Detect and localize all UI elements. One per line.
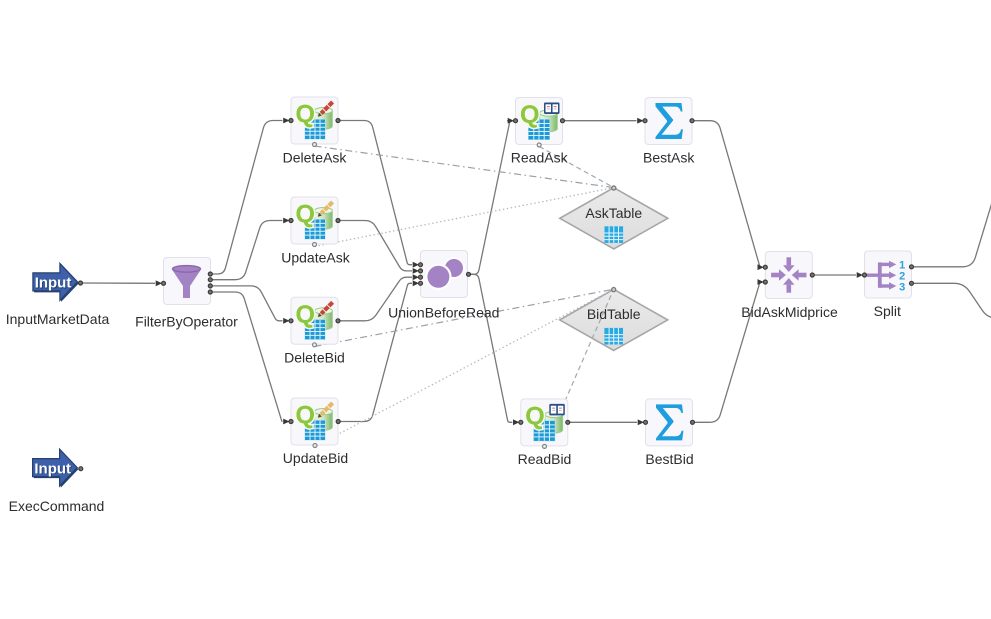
svg-text:Q: Q — [296, 201, 315, 229]
svg-text:Q: Q — [296, 101, 315, 129]
svg-text:Q: Q — [296, 301, 315, 329]
svg-text:AskTable: AskTable — [585, 205, 642, 221]
svg-text:Q: Q — [520, 101, 539, 129]
svg-text:DeleteAsk: DeleteAsk — [283, 149, 348, 165]
svg-text:InputMarketData: InputMarketData — [6, 311, 110, 327]
svg-text:Q: Q — [520, 101, 539, 129]
svg-text:Q: Q — [525, 402, 544, 430]
svg-text:Input: Input — [36, 275, 73, 292]
svg-text:Q: Q — [296, 201, 315, 229]
svg-text:UpdateBid: UpdateBid — [283, 450, 348, 466]
svg-text:Input: Input — [34, 460, 71, 477]
svg-text:Input: Input — [35, 275, 72, 292]
svg-text:Q: Q — [296, 402, 315, 430]
svg-text:ExecCommand: ExecCommand — [9, 498, 105, 514]
svg-text:FilterByOperator: FilterByOperator — [135, 314, 238, 330]
svg-text:ReadBid: ReadBid — [518, 451, 572, 467]
svg-text:BidTable: BidTable — [587, 306, 641, 322]
svg-text:BidAskMidprice: BidAskMidprice — [741, 304, 838, 320]
svg-text:Q: Q — [525, 402, 544, 430]
svg-text:DeleteBid: DeleteBid — [284, 350, 345, 366]
svg-text:Q: Q — [296, 301, 315, 329]
svg-text:3: 3 — [899, 282, 905, 294]
svg-text:Split: Split — [874, 303, 901, 319]
svg-text:Q: Q — [296, 101, 315, 129]
svg-text:1: 1 — [899, 260, 905, 272]
svg-text:ReadAsk: ReadAsk — [511, 150, 569, 166]
svg-text:BestBid: BestBid — [645, 451, 693, 467]
svg-text:Input: Input — [35, 461, 72, 478]
svg-text:BestAsk: BestAsk — [643, 150, 695, 166]
svg-text:Q: Q — [296, 402, 315, 430]
svg-text:UpdateAsk: UpdateAsk — [281, 250, 350, 266]
svg-text:2: 2 — [899, 271, 905, 283]
svg-text:UnionBeforeRead: UnionBeforeRead — [388, 305, 499, 321]
